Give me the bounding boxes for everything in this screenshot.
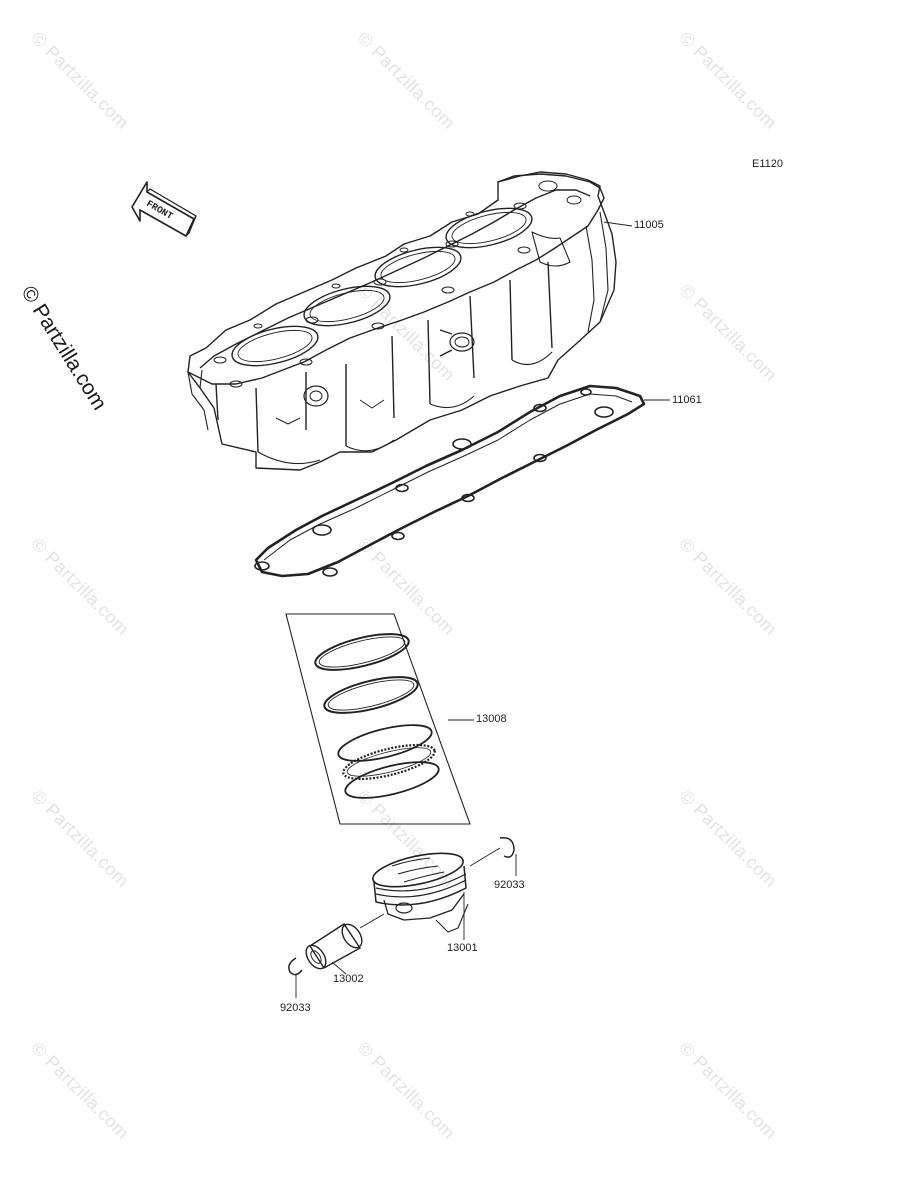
part-number-92033-left[interactable]: 92033 xyxy=(280,1002,311,1014)
part-number-13001[interactable]: 13001 xyxy=(447,942,478,954)
piston-ring-set xyxy=(285,613,471,825)
part-number-13008[interactable]: 13008 xyxy=(476,713,507,725)
front-arrow-icon: FRONT xyxy=(131,181,197,237)
piston xyxy=(372,852,469,933)
cylinder-base-gasket xyxy=(254,384,646,578)
snap-ring-left xyxy=(288,957,303,976)
part-number-92033-right[interactable]: 92033 xyxy=(494,879,525,891)
piston-pin xyxy=(305,923,363,970)
diagram-code: E1120 xyxy=(752,158,783,170)
part-number-13002[interactable]: 13002 xyxy=(333,973,364,985)
part-number-11061[interactable]: 11061 xyxy=(672,394,702,406)
part-number-11005[interactable]: 11005 xyxy=(634,219,664,231)
leader-lines xyxy=(295,221,670,998)
cylinder-block xyxy=(187,171,617,471)
snap-ring-right xyxy=(499,837,515,858)
